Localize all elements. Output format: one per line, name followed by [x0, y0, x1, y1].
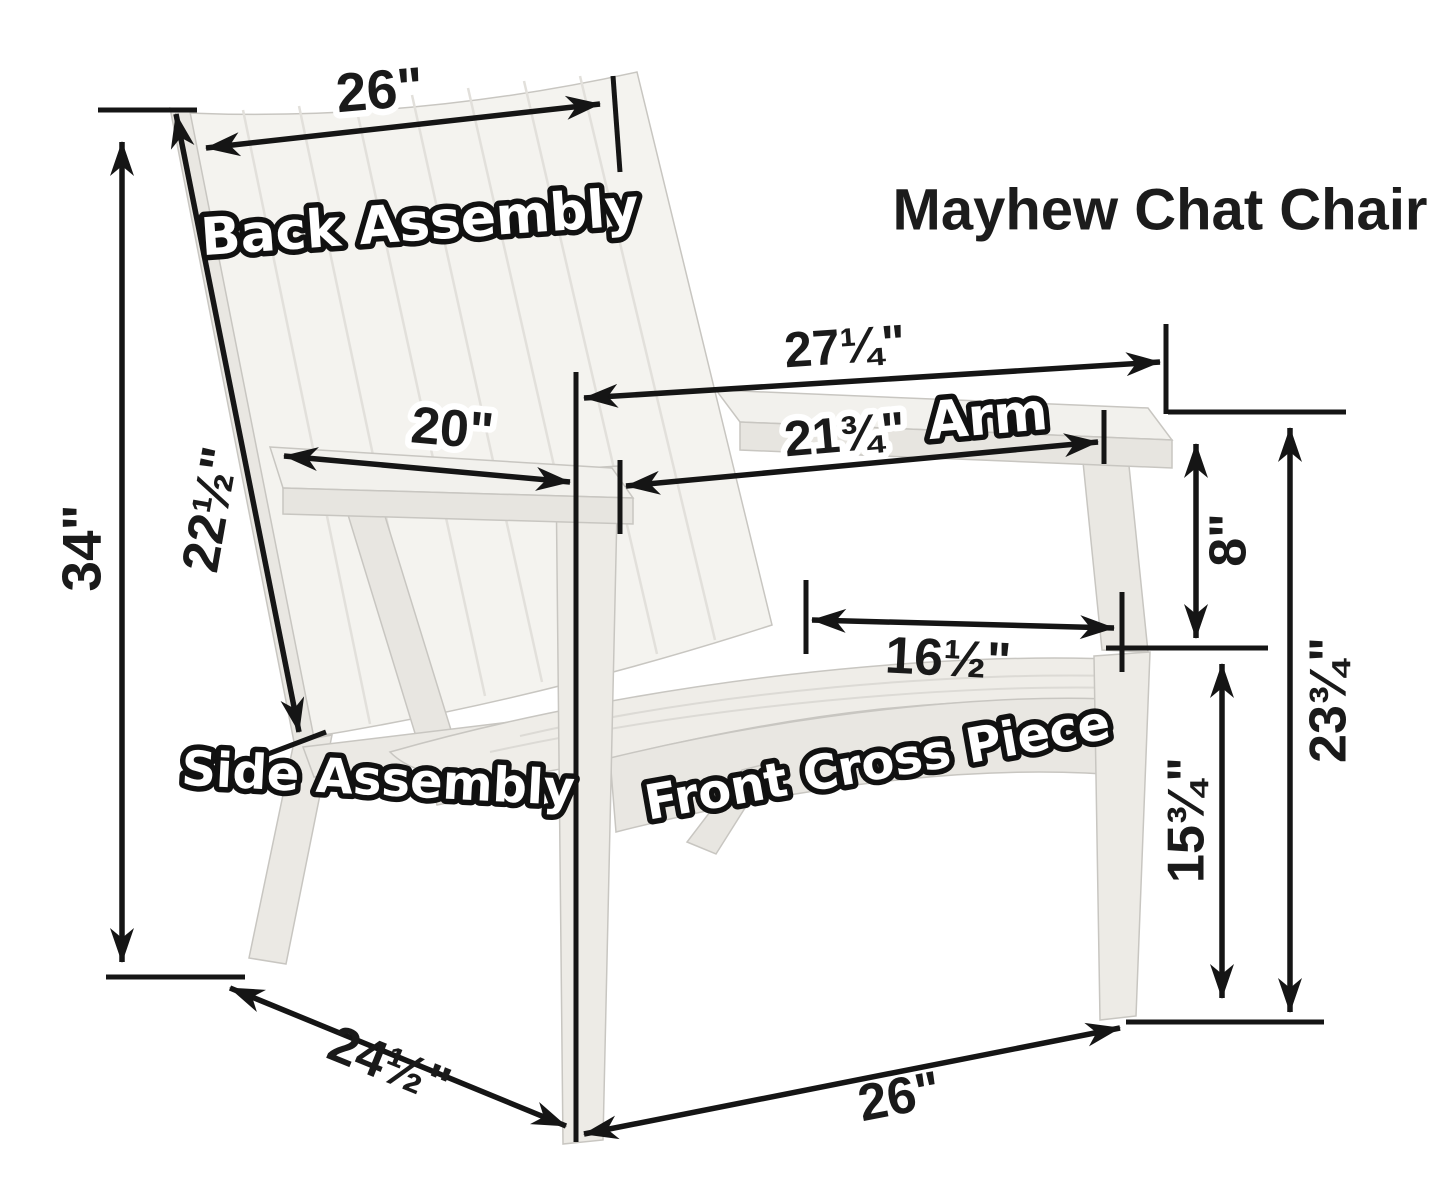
dim-arm-height-label: 23¾" — [1300, 637, 1358, 763]
dim-back-length — [170, 113, 305, 733]
front-right-leg — [1093, 651, 1151, 1021]
dim-depth — [228, 985, 568, 1129]
dim-back-length-label: 22½" — [171, 442, 250, 576]
arm-label: Arm — [925, 382, 1050, 452]
dim-arm-inner-left-label: 20" — [409, 396, 496, 461]
diagram-title: Mayhew Chat Chair — [893, 177, 1428, 242]
dim-seat-height-label: 15¾" — [1158, 757, 1216, 883]
dim-arm-overall — [583, 352, 1161, 408]
dim-arm-above-seat-label: 8" — [1200, 513, 1258, 567]
rear-left-leg-lower — [248, 734, 333, 965]
dimension-lines — [110, 95, 1302, 1140]
dim-front-width — [583, 1022, 1121, 1140]
dim-arm-overall-label: 27¼" — [782, 314, 907, 378]
dim-between-arm-posts-label: 16½" — [884, 626, 1013, 691]
dim-arm-inner-label: 21¾" — [782, 401, 907, 467]
dim-overall-height-label: 34" — [51, 504, 113, 591]
dim-arm-inner — [625, 433, 1099, 495]
dim-front-width-label: 26" — [853, 1060, 945, 1133]
right-arm-post — [1081, 451, 1149, 653]
rear-right-leg — [685, 760, 776, 855]
extension-lines — [98, 75, 1346, 1142]
dim-arm-inner-left — [283, 447, 571, 491]
dim-depth-label: 24½" — [320, 1015, 458, 1116]
dim-between-arm-posts — [811, 608, 1115, 640]
dim-back-width-label: 26" — [333, 55, 425, 124]
